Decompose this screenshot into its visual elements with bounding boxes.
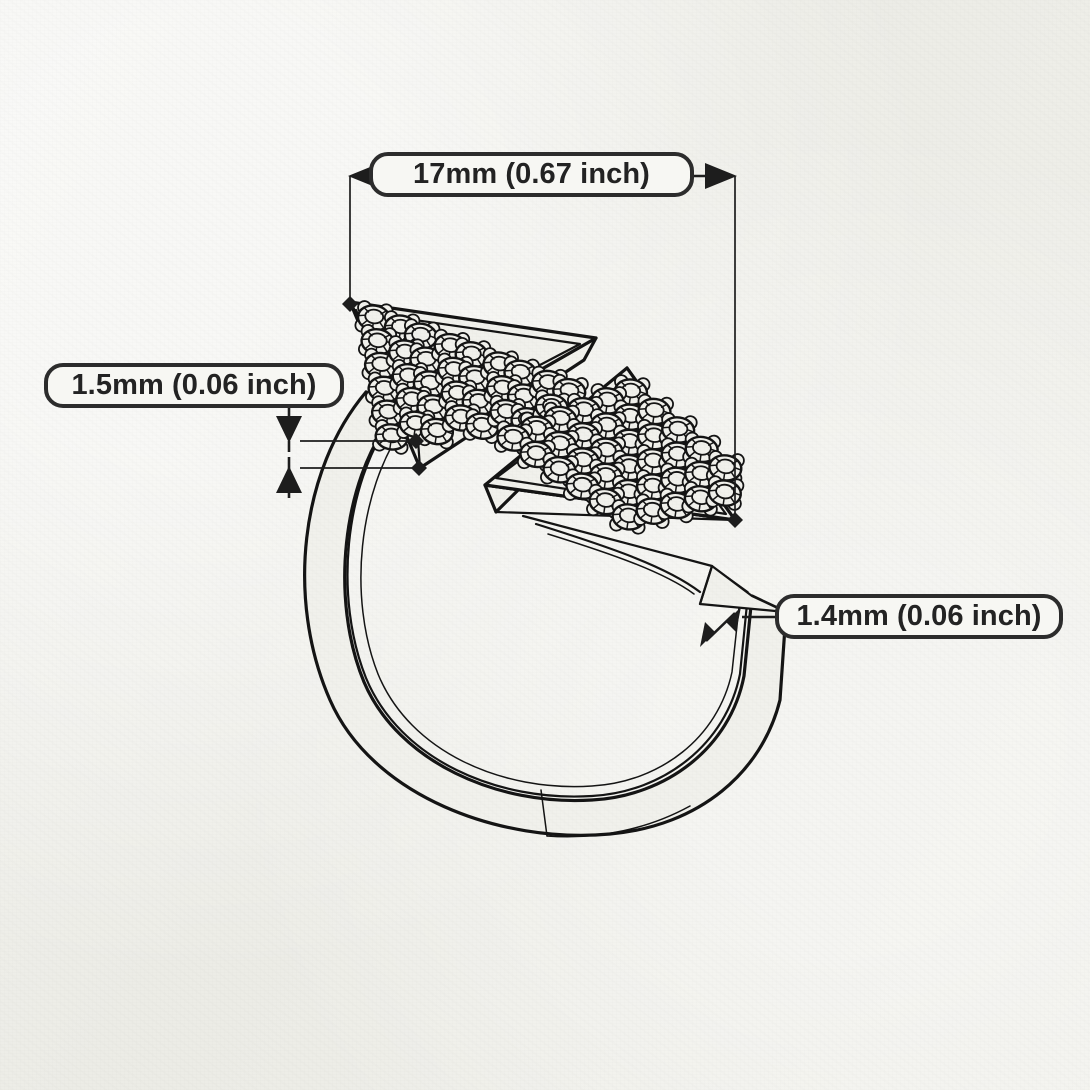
- arrow-head-up: [276, 466, 302, 493]
- arrow-head-right: [705, 163, 737, 189]
- vertex-marker: [342, 296, 358, 312]
- vertex-marker: [411, 460, 427, 476]
- dimension-plate-thickness: [276, 408, 427, 498]
- dimension-label-band-width: 1.4mm (0.06 inch): [775, 594, 1063, 639]
- ring-band: [303, 390, 788, 838]
- dimension-overall-width: [342, 163, 743, 528]
- dimension-label-plate-thickness: 1.5mm (0.06 inch): [44, 363, 344, 408]
- vertex-marker: [408, 433, 424, 449]
- dimension-label-overall-width: 17mm (0.67 inch): [369, 152, 694, 197]
- arrow-head-down: [276, 416, 302, 443]
- arrow-head-upper: [726, 607, 741, 632]
- dimension-band-width: [700, 607, 775, 647]
- arrow-head-lower: [700, 622, 715, 647]
- vertex-marker: [727, 512, 743, 528]
